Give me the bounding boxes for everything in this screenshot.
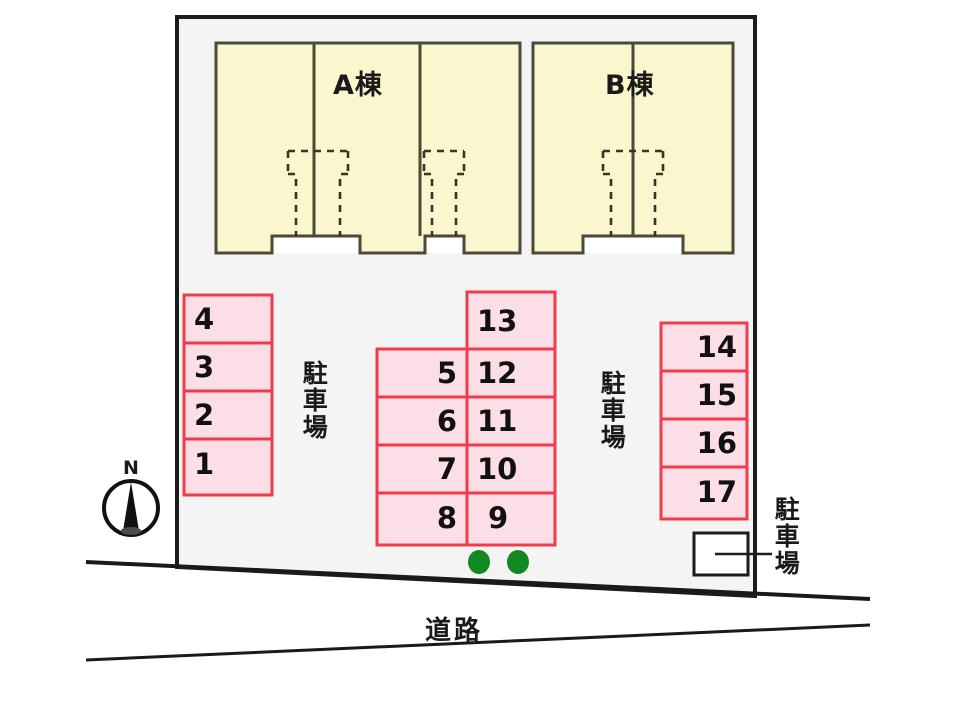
stall-3-number: 3: [194, 350, 215, 384]
stall-9[interactable]: [465, 491, 557, 547]
stall-10[interactable]: [465, 443, 557, 495]
stall-9-number: 9: [488, 501, 509, 535]
stall-2[interactable]: [182, 389, 274, 441]
parking-block-west: [182, 293, 274, 497]
compass-rose: [102, 479, 160, 537]
stall-17-number: 17: [696, 475, 737, 509]
stall-5[interactable]: [375, 347, 469, 399]
road-area: [85, 560, 871, 662]
stall-7-number: 7: [436, 452, 457, 486]
compass-needle-icon: [123, 482, 139, 531]
stall-11[interactable]: [465, 395, 557, 447]
stall-14[interactable]: [659, 321, 749, 373]
parking-block-center-right: [465, 290, 557, 547]
stall-4-number: 4: [194, 302, 215, 336]
stall-1[interactable]: [182, 437, 274, 497]
parking-block-east: [659, 321, 749, 521]
road-label: 道路: [425, 616, 484, 646]
building-a-label: A棟: [333, 70, 383, 101]
parking-label-west: 駐車場: [299, 360, 329, 441]
building-b-label: B棟: [605, 70, 655, 101]
building-b: [531, 41, 735, 255]
parking-label-east: 駐車場: [597, 370, 627, 451]
stall-15-number: 15: [696, 378, 737, 412]
building-a: [214, 41, 522, 255]
stall-17[interactable]: [659, 465, 749, 521]
stall-13-number: 13: [477, 304, 518, 338]
stall-2-number: 2: [194, 398, 215, 432]
stall-10-number: 10: [477, 452, 518, 486]
road-edge-near: [85, 560, 871, 601]
stall-1-number: 1: [194, 447, 215, 481]
parking-label-callout: 駐車場: [771, 496, 801, 577]
stall-11-number: 11: [477, 404, 518, 438]
stall-6-number: 6: [436, 404, 457, 438]
stall-16-number: 16: [696, 426, 737, 460]
building-a-stair-dashes-left: [286, 149, 350, 236]
compass-base: [121, 527, 141, 535]
building-a-stair-dashes-right: [422, 149, 466, 236]
stall-4[interactable]: [182, 293, 274, 345]
building-b-stair-dashes: [601, 149, 665, 236]
stall-12-number: 12: [477, 356, 518, 390]
stall-13[interactable]: [465, 290, 557, 351]
stall-5-number: 5: [436, 356, 457, 390]
road-edge-far: [85, 623, 871, 662]
tree-2-icon: [507, 550, 529, 574]
building-a-outline: [214, 41, 522, 255]
stall-15[interactable]: [659, 369, 749, 421]
stall-7[interactable]: [375, 443, 469, 495]
stall-8-number: 8: [436, 501, 457, 535]
parking-callout: [692, 531, 772, 577]
tree-1-icon: [468, 550, 490, 574]
stall-8[interactable]: [375, 491, 469, 547]
tree-group: [468, 550, 529, 574]
compass-north-label: N: [123, 457, 139, 479]
stall-14-number: 14: [696, 330, 737, 364]
